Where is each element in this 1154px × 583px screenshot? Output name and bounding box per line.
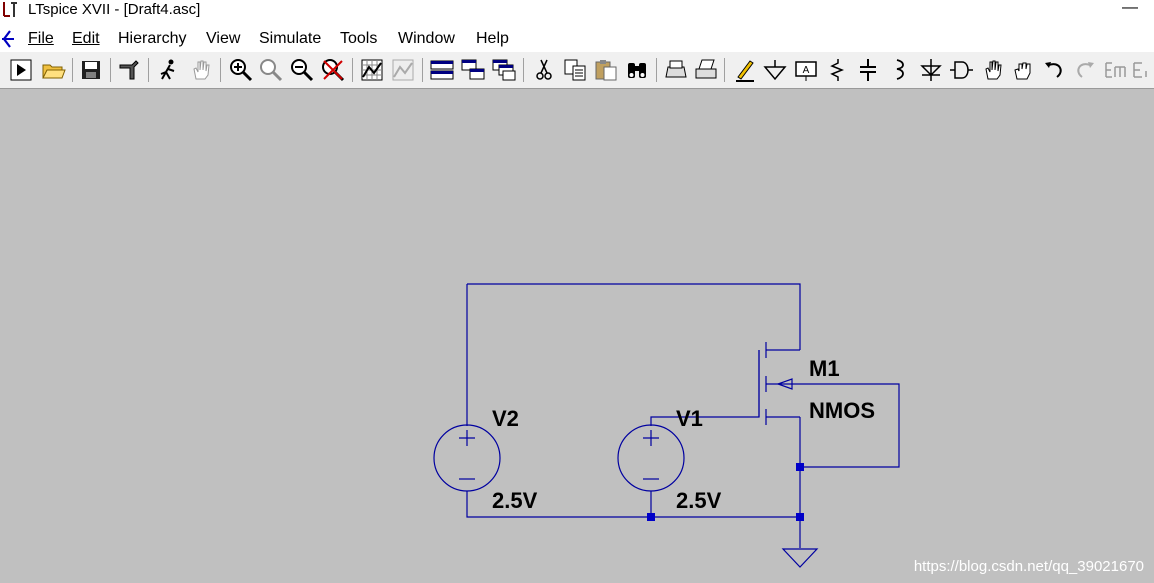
junction-dot [796, 513, 804, 521]
zoom-out-icon[interactable] [289, 57, 315, 83]
drag-icon[interactable] [1010, 57, 1036, 83]
toolbar-separator [148, 58, 149, 82]
menu-help[interactable]: Help [476, 29, 509, 49]
tile-vertical-icon[interactable] [491, 57, 517, 83]
ltspice-app-icon [3, 2, 17, 17]
menu-bar: File Edit Hierarchy View Simulate Tools … [0, 26, 1154, 52]
voltage-source-v1[interactable] [617, 424, 685, 492]
paste-icon[interactable] [593, 57, 619, 83]
label-net-icon[interactable]: A [793, 57, 819, 83]
run-icon[interactable] [8, 57, 34, 83]
junction-dot [647, 513, 655, 521]
toolbar: A [0, 52, 1154, 89]
m1-model-label[interactable]: NMOS [809, 398, 875, 423]
toolbar-separator [724, 58, 725, 82]
schematic-drawing [433, 283, 900, 568]
watermark-text: https://blog.csdn.net/qq_39021670 [913, 558, 1144, 575]
menu-window-label: Window [398, 30, 455, 47]
toolbar-separator [220, 58, 221, 82]
ground-icon[interactable] [762, 57, 788, 83]
menu-hierarchy-label: Hierarchy [118, 30, 187, 47]
document-icon[interactable] [0, 28, 20, 50]
capacitor-icon[interactable] [855, 57, 881, 83]
draw-wire-icon[interactable] [732, 57, 758, 83]
voltage-source-v2[interactable] [433, 424, 501, 492]
print-setup-icon[interactable] [663, 57, 689, 83]
menu-hierarchy[interactable]: Hierarchy [118, 29, 186, 49]
menu-file[interactable]: File [28, 29, 54, 49]
minimize-button[interactable]: — [1122, 0, 1138, 16]
waveform-icon[interactable] [390, 57, 416, 83]
cut-icon[interactable] [531, 57, 557, 83]
wires [466, 283, 900, 548]
menu-tools[interactable]: Tools [340, 29, 377, 49]
control-panel-icon[interactable] [116, 57, 142, 83]
print-icon[interactable] [693, 57, 719, 83]
toolbar-separator [110, 58, 111, 82]
zoom-cancel-icon[interactable] [320, 57, 346, 83]
menu-edit[interactable]: Edit [72, 29, 100, 49]
menu-simulate-label: Simulate [259, 30, 322, 47]
wire-gate[interactable] [650, 350, 760, 426]
move-icon[interactable] [980, 57, 1006, 83]
wire-top[interactable] [467, 283, 801, 350]
open-folder-icon[interactable] [40, 57, 66, 83]
tile-horizontal-icon[interactable] [429, 57, 455, 83]
ground-symbol[interactable] [781, 548, 819, 568]
menu-edit-label: Edit [72, 30, 100, 47]
toolbar-separator [422, 58, 423, 82]
menu-window[interactable]: Window [398, 29, 455, 49]
text-icon[interactable] [1102, 57, 1128, 83]
schematic-canvas[interactable]: V2 2.5V V1 2.5V M1 NMOS https://blog.csd… [0, 89, 1154, 583]
halt-icon[interactable] [156, 57, 182, 83]
menu-help-label: Help [476, 30, 509, 47]
menu-view-label: View [206, 30, 241, 47]
v2-value-label[interactable]: 2.5V [492, 488, 538, 513]
zoom-in-icon[interactable] [228, 57, 254, 83]
v1-value-label[interactable]: 2.5V [676, 488, 722, 513]
junction-dot [796, 463, 804, 471]
pan-hand-icon[interactable] [188, 57, 214, 83]
wire-body[interactable] [792, 383, 900, 468]
menu-file-label: File [28, 30, 54, 47]
v2-name-label[interactable]: V2 [492, 406, 519, 431]
title-bar: LTspice XVII - [Draft4.asc] — [0, 0, 1154, 26]
spice-directive-icon[interactable] [1130, 57, 1154, 83]
toolbar-separator [523, 58, 524, 82]
cascade-icon[interactable] [460, 57, 486, 83]
component-icon[interactable] [948, 57, 974, 83]
find-icon[interactable] [624, 57, 650, 83]
autorange-icon[interactable] [359, 57, 385, 83]
wire-bottom[interactable] [466, 491, 800, 518]
v1-name-label[interactable]: V1 [676, 406, 703, 431]
toolbar-separator [72, 58, 73, 82]
diode-icon[interactable] [918, 57, 944, 83]
zoom-area-icon[interactable] [258, 57, 284, 83]
redo-icon[interactable] [1072, 57, 1098, 83]
nmos-transistor-m1[interactable] [758, 342, 800, 425]
save-icon[interactable] [78, 57, 104, 83]
toolbar-separator [352, 58, 353, 82]
inductor-icon[interactable] [886, 57, 912, 83]
copy-icon[interactable] [562, 57, 588, 83]
svg-text:A: A [803, 65, 810, 76]
resistor-icon[interactable] [824, 57, 850, 83]
toolbar-separator [656, 58, 657, 82]
menu-view[interactable]: View [206, 29, 240, 49]
menu-simulate[interactable]: Simulate [259, 29, 321, 49]
menu-tools-label: Tools [340, 30, 378, 47]
undo-icon[interactable] [1041, 57, 1067, 83]
window-title: LTspice XVII - [Draft4.asc] [28, 1, 201, 18]
m1-name-label[interactable]: M1 [809, 356, 840, 381]
